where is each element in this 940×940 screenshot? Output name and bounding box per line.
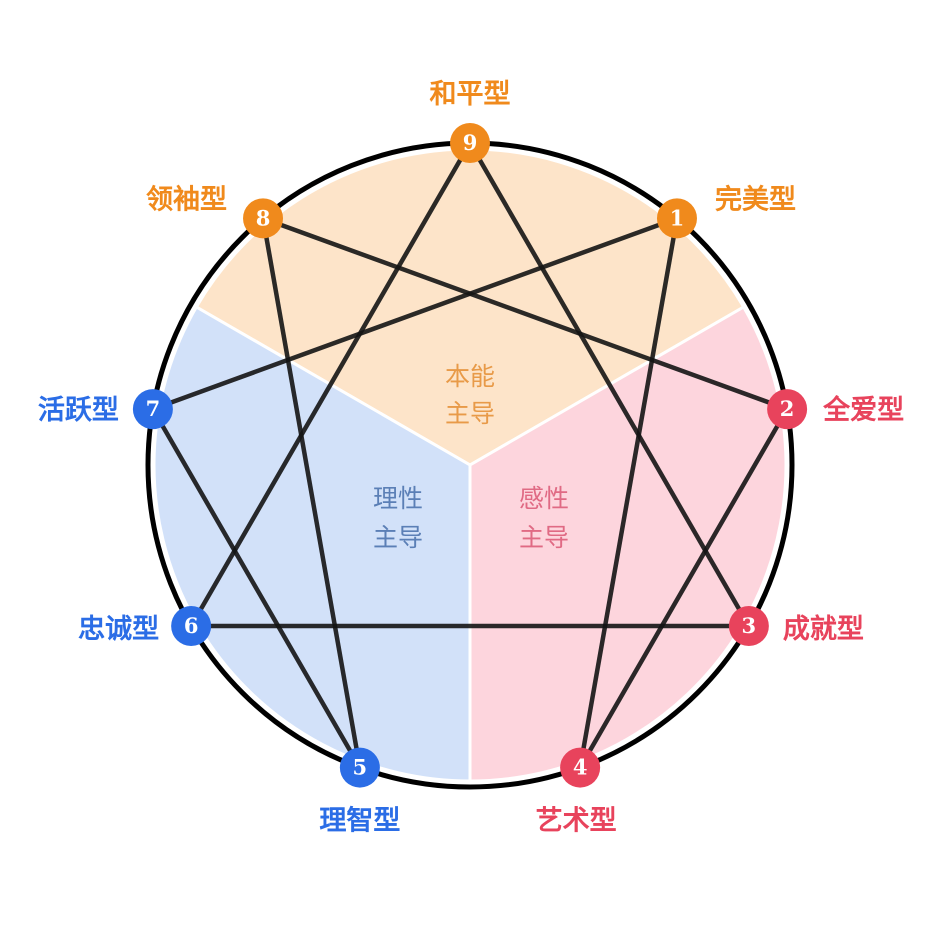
type-label: 和平型 [430,79,511,110]
node-circle [450,123,490,163]
node-number: 5 [353,755,368,780]
node-circle [767,389,808,430]
type-label: 完美型 [715,183,796,215]
connection-line-4-2 [578,407,790,769]
node-circle [339,747,380,788]
type-node-6: 6 忠诚型 [78,606,212,646]
type-label: 忠诚型 [78,614,159,645]
node-number: 4 [573,755,588,780]
center-label-thinking-2: 主导 [373,523,423,552]
type-label: 领袖型 [146,184,227,215]
type-label: 理智型 [319,806,400,837]
type-node-1: 1 完美型 [656,183,796,239]
type-node-5: 5 理智型 [319,747,400,837]
type-node-8: 8 领袖型 [146,184,284,239]
connection-line-5-7 [150,407,362,769]
node-circle [171,606,212,646]
center-label-feeling-2: 主导 [519,523,569,552]
type-label: 艺术型 [536,806,617,837]
node-circle [656,198,697,239]
connection-line-1-4 [577,217,680,768]
center-label-thinking-1: 理性 [373,484,423,513]
type-label: 活跃型 [38,395,119,426]
node-number: 2 [780,396,795,421]
node-number: 7 [146,396,161,421]
center-label-instinct-1: 本能 [445,362,495,391]
connection-line-6-9 [189,141,472,628]
node-number: 1 [670,205,685,230]
type-node-7: 7 活跃型 [38,389,173,430]
node-number: 9 [463,130,478,155]
connection-line-9-3 [468,141,751,628]
type-node-2: 2 全爱型 [767,389,904,430]
connection-line-2-8 [262,216,788,412]
type-label: 成就型 [783,614,864,645]
type-label: 全爱型 [822,394,904,426]
node-number: 6 [184,613,199,638]
center-label-instinct-2: 主导 [445,399,495,428]
node-circle [560,747,601,788]
type-node-9: 9 和平型 [430,79,511,163]
node-number: 8 [256,205,271,230]
node-circle [243,198,284,239]
connection-line-7-1 [152,216,678,412]
type-node-3: 3 成就型 [728,606,864,646]
node-circle [132,389,173,430]
center-label-feeling-1: 感性 [519,484,569,513]
node-circle [728,606,769,646]
node-number: 3 [742,613,757,638]
type-node-4: 4 艺术型 [536,747,617,837]
connection-line-8-5 [260,217,363,768]
